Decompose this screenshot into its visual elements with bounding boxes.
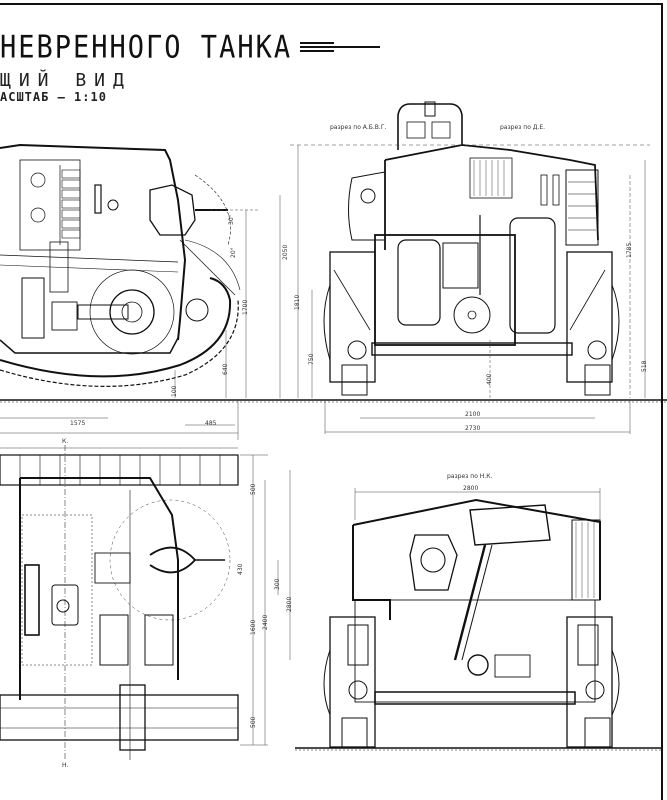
dim-angle-20: 20°	[230, 247, 237, 258]
drawing-scale: АСШТАБ — 1:10	[0, 90, 107, 104]
dim-500-top: 500	[250, 483, 257, 495]
dim-2800-plan: 2800	[286, 596, 293, 612]
side-elevation-drawing	[0, 143, 667, 440]
rear-section-drawing	[295, 488, 662, 751]
section-marker-bottom: Н.	[62, 762, 69, 769]
dim-2050: 2050	[282, 244, 289, 260]
dim-1600: 1600	[250, 619, 257, 635]
title-decoration-lines	[300, 42, 380, 54]
sheet-border	[0, 3, 663, 800]
dim-1575: 1575	[70, 420, 86, 427]
dim-1700: 1700	[242, 299, 249, 315]
dim-518: 518	[641, 360, 648, 372]
section-marker-top: К.	[62, 438, 69, 445]
caption-section-nk: разрез по Н.К.	[447, 473, 493, 480]
dim-300: 300	[274, 578, 281, 590]
dim-angle-30: 30°	[228, 214, 235, 225]
caption-section-abvg: разрез по А.Б.В.Г.	[330, 124, 387, 131]
dim-1810: 1810	[294, 294, 301, 310]
dim-430: 430	[237, 563, 244, 575]
dim-2800-rear: 2800	[463, 485, 479, 492]
drawing-title: НЕВРЕННОГО ТАНКА	[0, 30, 293, 66]
drawing-subtitle: ЩИЙ ВИД	[0, 70, 132, 91]
dim-2100: 2100	[465, 411, 481, 418]
dim-1785: 1785	[626, 242, 633, 258]
dim-400: 400	[486, 373, 493, 385]
dim-2730: 2730	[465, 425, 481, 432]
dim-100: 100	[171, 385, 178, 397]
dim-750: 750	[308, 353, 315, 365]
dim-485: 485	[205, 420, 217, 427]
front-section-drawing	[279, 101, 650, 434]
dim-640: 640	[222, 363, 229, 375]
dim-500-bottom: 500	[250, 716, 257, 728]
dim-2400: 2400	[262, 614, 269, 630]
caption-section-de: разрез по Д.Е.	[500, 124, 546, 131]
plan-view-drawing	[0, 445, 291, 760]
